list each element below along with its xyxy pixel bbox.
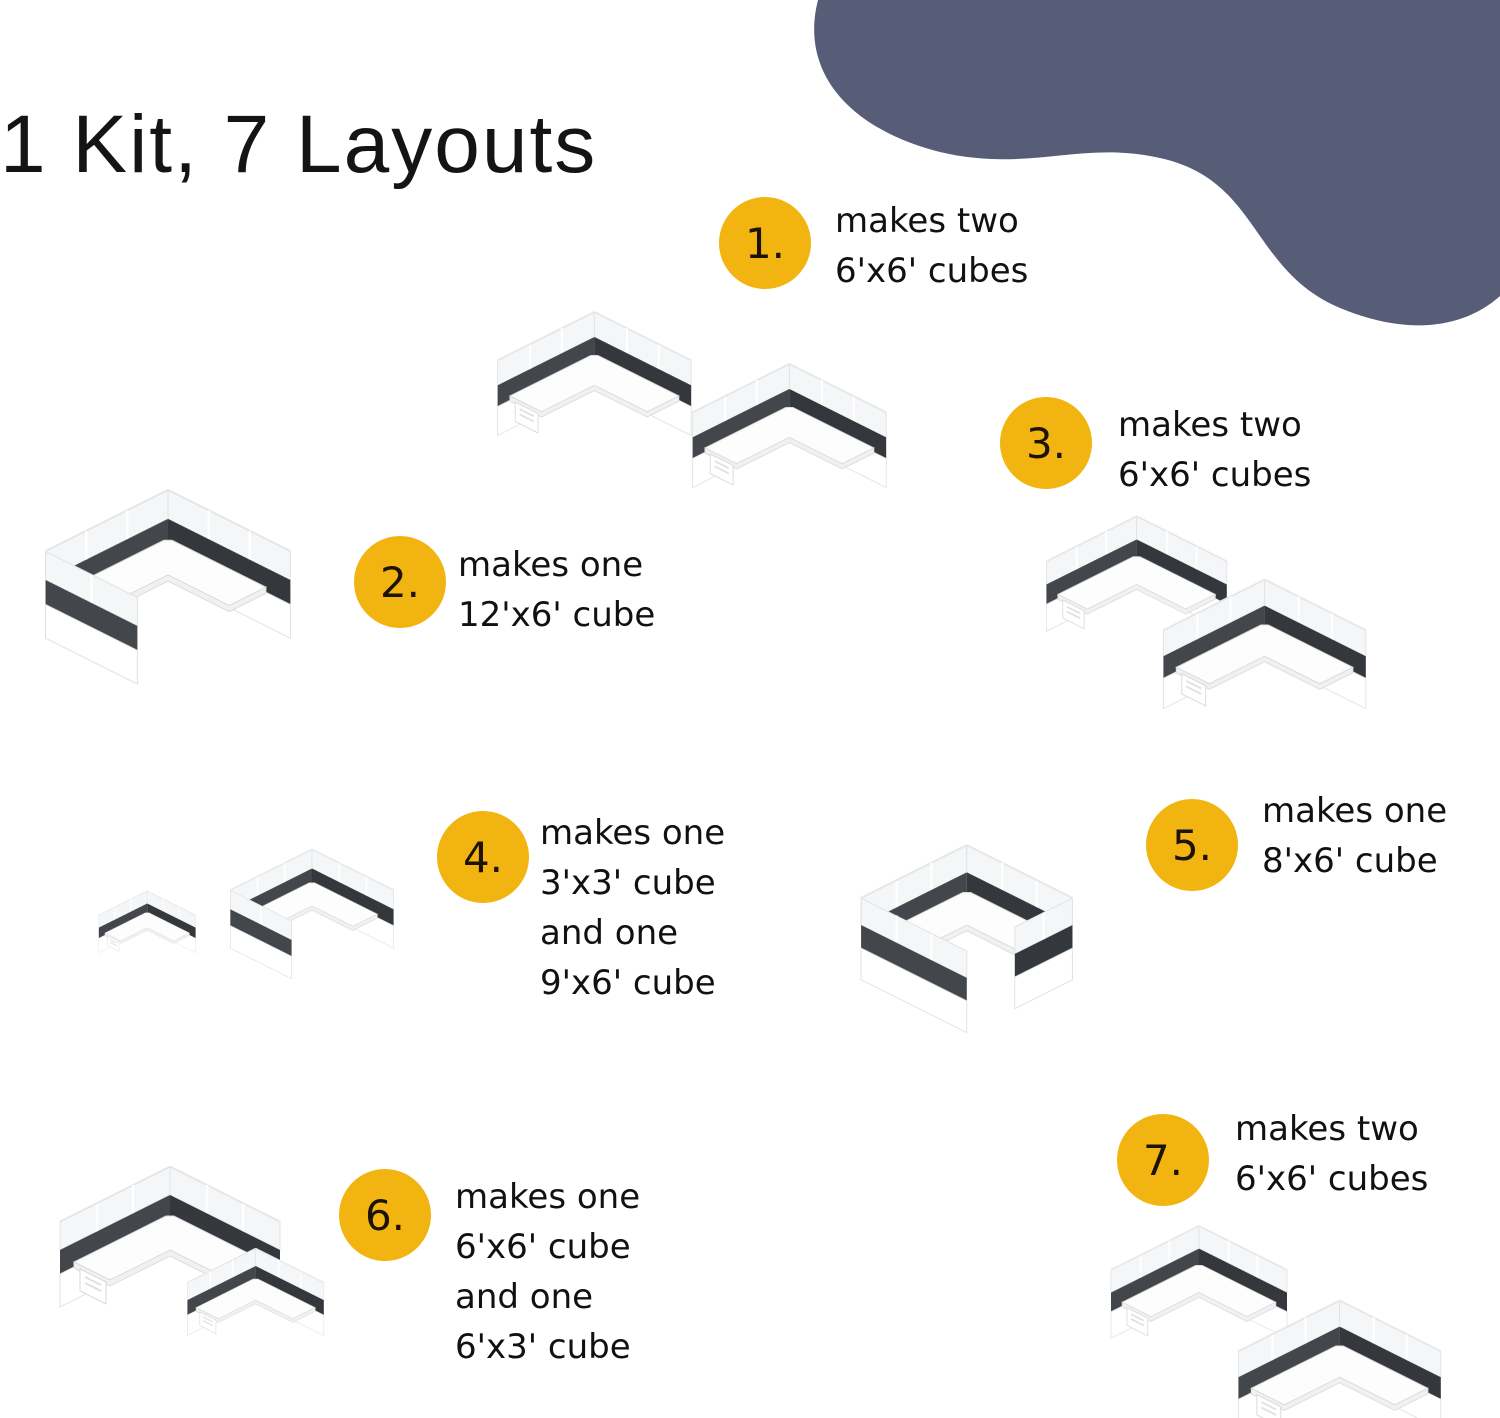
desc-line: 6'x6' cubes bbox=[1118, 455, 1312, 495]
desc-line: 8'x6' cube bbox=[1262, 841, 1438, 881]
desc-line: and one bbox=[455, 1277, 594, 1317]
layout-desc-2: makes one 12'x6' cube bbox=[458, 540, 655, 640]
layout-desc-7: makes two 6'x6' cubes bbox=[1235, 1104, 1428, 1204]
layout-badge-1: 1. bbox=[719, 197, 811, 289]
layout-badge-4: 4. bbox=[437, 811, 529, 903]
desc-line: 6'x6' cubes bbox=[835, 251, 1029, 291]
desc-line: makes two bbox=[1235, 1109, 1419, 1149]
cubicle-unit bbox=[496, 311, 693, 437]
cubicle-unit bbox=[1109, 1224, 1289, 1340]
desc-line: makes one bbox=[540, 813, 726, 853]
desc-line: 9'x6' cube bbox=[540, 963, 716, 1003]
cubicle-illustration-4 bbox=[98, 848, 395, 980]
desc-line: makes two bbox=[835, 201, 1019, 241]
layout-desc-4: makes one 3'x3' cube and one 9'x6' cube bbox=[540, 808, 725, 1008]
cubicle-unit bbox=[229, 848, 395, 980]
corner-blob-shape bbox=[814, 0, 1500, 326]
desc-line: 12'x6' cube bbox=[458, 595, 656, 635]
layout-desc-5: makes one 8'x6' cube bbox=[1262, 786, 1447, 886]
layout-badge-3: 3. bbox=[1000, 397, 1092, 489]
cubicle-illustration-5 bbox=[859, 844, 1074, 1035]
cubicle-illustration-6 bbox=[58, 1165, 325, 1337]
layout-badge-2: 2. bbox=[354, 536, 446, 628]
desc-line: makes one bbox=[455, 1177, 641, 1217]
desc-line: and one bbox=[540, 913, 679, 953]
desc-line: 6'x3' cube bbox=[455, 1327, 631, 1367]
cubicle-unit bbox=[44, 488, 292, 686]
cubicle-illustration-7 bbox=[1109, 1224, 1443, 1418]
layout-desc-6: makes one 6'x6' cube and one 6'x3' cube bbox=[455, 1172, 640, 1372]
desc-line: makes one bbox=[458, 545, 644, 585]
cubicle-illustration-1 bbox=[496, 311, 888, 489]
cubicle-unit-small bbox=[98, 890, 197, 954]
layout-desc-3: makes two 6'x6' cubes bbox=[1118, 400, 1311, 500]
layout-badge-6: 6. bbox=[339, 1169, 431, 1261]
desc-line: 6'x6' cube bbox=[455, 1227, 631, 1267]
desc-line: 6'x6' cubes bbox=[1235, 1159, 1429, 1199]
cubicle-illustration-2 bbox=[44, 488, 292, 686]
desc-line: makes two bbox=[1118, 405, 1302, 445]
layout-desc-1: makes two 6'x6' cubes bbox=[835, 196, 1028, 296]
desc-line: 3'x3' cube bbox=[540, 863, 716, 903]
desc-line: makes one bbox=[1262, 791, 1448, 831]
layout-badge-7: 7. bbox=[1117, 1114, 1209, 1206]
cubicle-illustration-3 bbox=[1045, 515, 1368, 711]
layout-badge-5: 5. bbox=[1146, 799, 1238, 891]
cubicle-unit bbox=[691, 363, 888, 489]
cubicle-unit bbox=[859, 844, 1074, 1035]
page-title: 1 Kit, 7 Layouts bbox=[0, 99, 598, 190]
